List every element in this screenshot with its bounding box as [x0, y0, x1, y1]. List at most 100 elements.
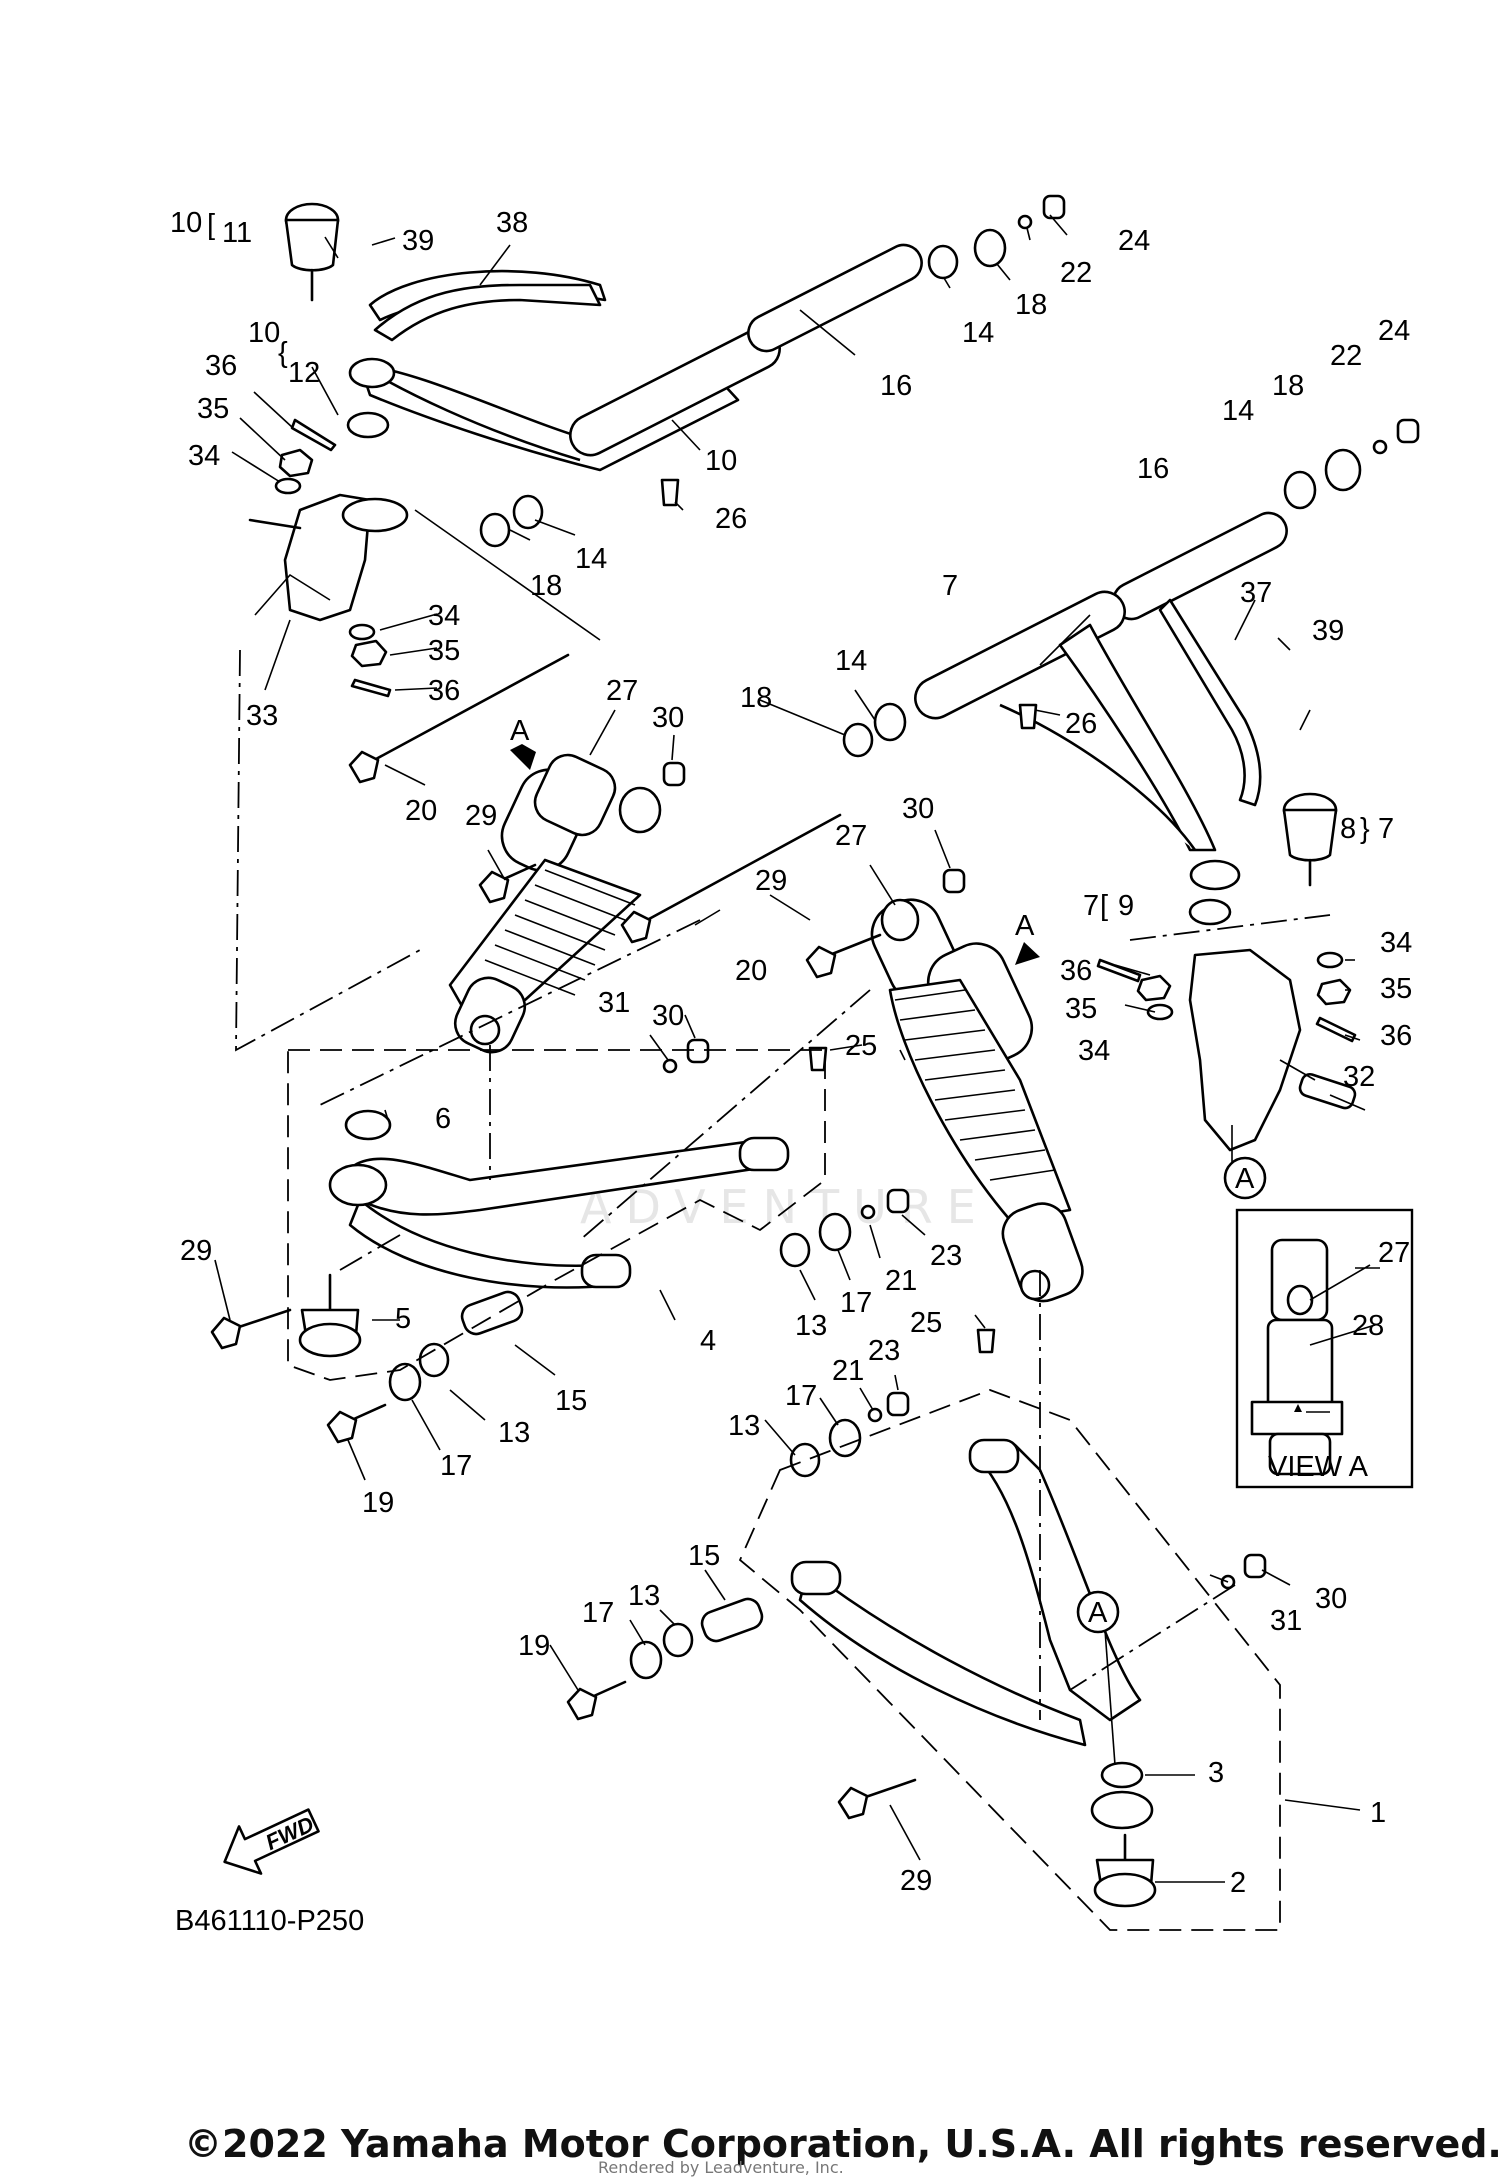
view-a-panel [1235, 1208, 1414, 1489]
bracket-10-11: [ [207, 209, 215, 241]
bolt-29a [478, 863, 537, 904]
callout-29d: 29 [900, 1865, 932, 1897]
callout-14b: 14 [575, 543, 607, 575]
callout-39a: 39 [402, 225, 434, 257]
group-outline-4 [287, 1049, 826, 1381]
callout-23b: 23 [868, 1335, 900, 1367]
upper-arm-left [348, 243, 923, 472]
callout-36c: 36 [1060, 955, 1092, 987]
callout-13d: 13 [628, 1580, 660, 1612]
callout-4: 4 [700, 1325, 716, 1357]
view-a-label-27: 27 [1378, 1237, 1410, 1269]
callout-20b: 20 [735, 955, 767, 987]
arm-guard-38 [373, 283, 602, 342]
lower-arm-left [328, 1136, 790, 1289]
callout-13b: 13 [795, 1310, 827, 1342]
bolt-19a [326, 1403, 387, 1444]
callout-5: 5 [395, 1303, 411, 1335]
bolt-20a [348, 653, 570, 784]
callout-34c: 34 [1078, 1035, 1110, 1067]
callout-17c: 17 [785, 1380, 817, 1412]
callout-15a: 15 [555, 1385, 587, 1417]
callout-30c: 30 [652, 1000, 684, 1032]
callout-35a: 35 [197, 393, 229, 425]
circlip-12 [346, 411, 390, 439]
watermark: ADVENTURE [580, 1180, 990, 1234]
callout-38: 38 [496, 207, 528, 239]
bracket-10-12: { [278, 337, 288, 369]
callout-7c: 7 [1083, 890, 1099, 922]
bolt-19b [566, 1680, 627, 1721]
callout-33: 33 [246, 700, 278, 732]
callout-32: 32 [1343, 1061, 1375, 1093]
callout-9: 9 [1118, 890, 1134, 922]
circlip-3 [1100, 1761, 1144, 1789]
callout-35d: 35 [1380, 973, 1412, 1005]
callout-30a: 30 [652, 702, 684, 734]
arm-guard-37 [1158, 598, 1262, 807]
view-a-circle-label-1: A [1235, 1163, 1255, 1195]
callout-29b: 29 [755, 865, 787, 897]
ball-joint-5 [298, 1273, 362, 1358]
ball-joint-8 [1282, 792, 1338, 887]
view-a-pointer-icon-2 [1015, 942, 1040, 965]
callout-30b: 30 [902, 793, 934, 825]
callout-7a: 7 [942, 570, 958, 602]
view-a-title: VIEW A [1268, 1451, 1369, 1483]
shock-absorber-right [870, 898, 1084, 1303]
knuckle-33 [283, 493, 372, 622]
callout-29a: 29 [465, 800, 497, 832]
callout-31a: 31 [598, 987, 630, 1019]
callout-19b: 19 [518, 1630, 550, 1662]
callout-25b: 25 [910, 1307, 942, 1339]
callout-30d: 30 [1315, 1583, 1347, 1615]
bracket-7-9: [ [1100, 890, 1108, 922]
callout-24b: 24 [1378, 315, 1410, 347]
arrow-a-2: A [1015, 910, 1035, 942]
callout-23a: 23 [930, 1240, 962, 1272]
callout-26b: 26 [1065, 708, 1097, 740]
callout-22b: 22 [1330, 340, 1362, 372]
callout-27a: 27 [606, 675, 638, 707]
fwd-arrow-icon: FWD [223, 1808, 320, 1875]
callout-11: 11 [222, 217, 252, 249]
ball-joint-2 [1093, 1833, 1157, 1908]
knuckle-32 [1188, 948, 1302, 1152]
callout-13c: 13 [728, 1410, 760, 1442]
bolt-29c [210, 1308, 292, 1350]
callout-16a: 16 [880, 370, 912, 402]
callout-12: 12 [288, 357, 320, 389]
upper-arm-right [914, 511, 1288, 891]
callout-24a: 24 [1118, 225, 1150, 257]
callout-25a: 25 [845, 1030, 877, 1062]
callout-17a: 17 [440, 1450, 472, 1482]
bracket-8-7: } [1360, 813, 1370, 845]
callout-31b: 31 [1270, 1605, 1302, 1637]
callout-labels: 10 [ 11 39 38 24 22 18 14 16 10 26 14 18… [170, 207, 1412, 1937]
callout-17b: 17 [840, 1287, 872, 1319]
bolt-20b [620, 813, 842, 944]
callout-34b: 34 [428, 600, 460, 632]
callout-18a: 18 [1015, 289, 1047, 321]
callout-20a: 20 [405, 795, 437, 827]
view-a-label-28: 28 [1352, 1310, 1384, 1342]
callout-1: 1 [1370, 1797, 1386, 1829]
callout-15b: 15 [688, 1540, 720, 1572]
view-a-pointer-icon-1 [510, 744, 536, 770]
callout-36d: 36 [1380, 1020, 1412, 1052]
callout-7b: 7 [1378, 813, 1394, 845]
callout-18c: 18 [740, 682, 772, 714]
callout-6: 6 [435, 1103, 451, 1135]
bolt-29d [837, 1778, 917, 1820]
callout-3: 3 [1208, 1757, 1224, 1789]
callout-34d: 34 [1380, 927, 1412, 959]
callout-14a: 14 [962, 317, 994, 349]
callout-8: 8 [1340, 813, 1356, 845]
callout-29c: 29 [180, 1235, 212, 1267]
callout-34a: 34 [188, 440, 220, 472]
callout-27b: 27 [835, 820, 867, 852]
callout-22a: 22 [1060, 257, 1092, 289]
callout-18d: 18 [1272, 370, 1304, 402]
bolt-29b [805, 933, 882, 979]
